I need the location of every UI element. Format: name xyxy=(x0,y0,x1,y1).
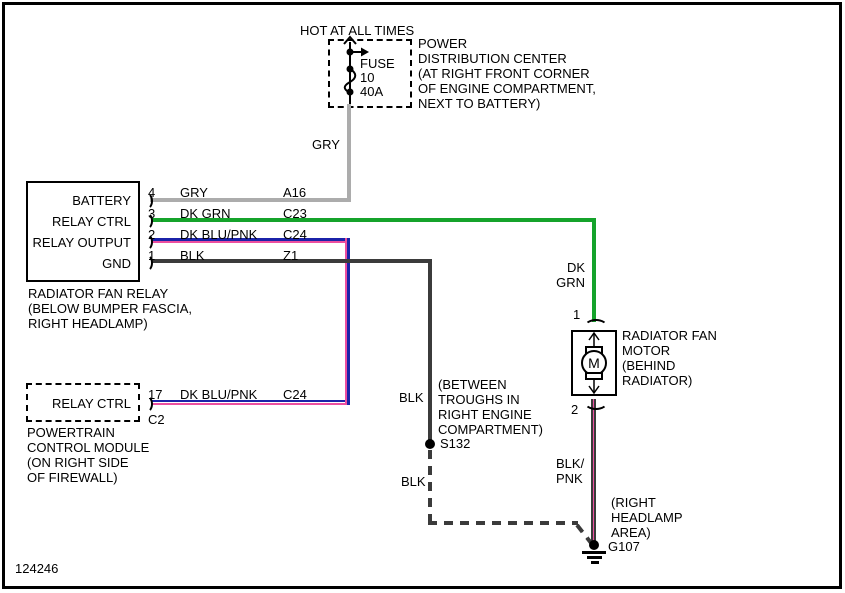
relay-pin2-circuit-id: C24 xyxy=(283,227,307,242)
splice-id-label: S132 xyxy=(440,436,471,451)
relay-pin2-connector-icon xyxy=(139,233,153,251)
pcm-pin-connector-icon xyxy=(139,395,153,413)
gry-wire-horizontal xyxy=(150,198,351,202)
gry-wire-label: GRY xyxy=(312,137,340,152)
power-distribution-center-box xyxy=(328,39,412,108)
relay-pin1-number: 1 xyxy=(148,248,156,263)
pcm-wire-name: DK BLU/PNK xyxy=(180,387,258,402)
fuse-symbol-icon xyxy=(343,35,369,108)
motor-pin2-connector-icon xyxy=(584,394,608,410)
pcm-circuit-id: C24 xyxy=(283,387,307,402)
blk-pnk-wire-vertical xyxy=(591,399,596,545)
diagram-number: 124246 xyxy=(15,561,59,576)
ground-bar-3 xyxy=(591,561,599,564)
blk-pnk-wire-label: BLK/ PNK xyxy=(556,456,585,486)
blk-wire-horizontal xyxy=(152,259,432,263)
motor-down-arrow-icon xyxy=(588,385,600,395)
splice-dot-s132 xyxy=(425,439,435,449)
motor-caption: RADIATOR FAN MOTOR (BEHIND RADIATOR) xyxy=(622,328,717,388)
motor-symbol-letter: M xyxy=(588,355,600,371)
relay-pin1-circuit-id: Z1 xyxy=(283,248,299,263)
blk-wire-vertical xyxy=(428,259,432,444)
motor-up-arrow-icon xyxy=(588,331,600,341)
motor-pin2-number: 2 xyxy=(571,402,579,417)
blk-wire-dashed-vertical xyxy=(428,450,432,523)
ground-bar-2 xyxy=(587,556,602,559)
relay-pin4-circuit-id: A16 xyxy=(283,185,307,200)
dk-grn-wire-horizontal xyxy=(152,218,596,222)
relay-pin1-connector-icon xyxy=(139,254,153,272)
blk-wire-label-lower: BLK xyxy=(401,474,426,489)
blk-wire-label-upper: BLK xyxy=(399,390,424,405)
relay-pin1-wire-name: BLK xyxy=(180,248,205,263)
pcm-pin-number: 17 xyxy=(148,387,163,402)
dk-blu-pnk-wire-horizontal xyxy=(152,238,350,243)
hot-at-all-times-label: HOT AT ALL TIMES xyxy=(300,23,415,38)
relay-pin3-connector-icon xyxy=(139,212,153,230)
ground-id-label: G107 xyxy=(608,539,640,554)
hot-feed-up-arrow-icon xyxy=(343,35,357,45)
dk-blu-pnk-wire-pcm-horizontal xyxy=(152,400,345,405)
relay-pin3-circuit-id: C23 xyxy=(283,206,307,221)
power-center-location-note: POWER DISTRIBUTION CENTER (AT RIGHT FRON… xyxy=(418,36,596,111)
ground-dot xyxy=(589,540,599,550)
ground-bar-1 xyxy=(582,551,606,554)
feed-right-arrow-icon xyxy=(361,47,369,57)
relay-pin3-number: 3 xyxy=(148,206,156,221)
splice-location-note: (BETWEEN TROUGHS IN RIGHT ENGINE COMPART… xyxy=(438,377,543,437)
motor-pin1-connector-icon xyxy=(584,319,608,335)
motor-symbol-icon: M xyxy=(581,331,607,395)
relay-pin4-connector-icon xyxy=(139,192,153,210)
dk-grn-wire-vertical xyxy=(592,218,596,322)
relay-pin4-number: 4 xyxy=(148,185,156,200)
ground-location-note: (RIGHT HEADLAMP AREA) xyxy=(611,495,683,540)
dk-grn-wire-label: DK GRN xyxy=(556,260,585,290)
pcm-pin-label: RELAY CTRL xyxy=(52,396,131,411)
pcm-caption: POWERTRAIN CONTROL MODULE (ON RIGHT SIDE… xyxy=(27,425,150,485)
relay-pin-label-relay-output: RELAY OUTPUT xyxy=(32,235,131,250)
relay-pin2-number: 2 xyxy=(148,227,156,242)
relay-caption: RADIATOR FAN RELAY (BELOW BUMPER FASCIA,… xyxy=(28,286,192,331)
relay-pin-label-gnd: GND xyxy=(102,256,131,271)
relay-pin-label-relay-ctrl: RELAY CTRL xyxy=(52,214,131,229)
relay-pin3-wire-name: DK GRN xyxy=(180,206,231,221)
relay-pin4-wire-name: GRY xyxy=(180,185,208,200)
dk-blu-pnk-wire-vertical xyxy=(345,238,350,405)
pcm-connector-id: C2 xyxy=(148,412,165,427)
blk-wire-dashed-horizontal xyxy=(428,521,578,525)
relay-pin-label-battery: BATTERY xyxy=(72,193,131,208)
relay-pin2-wire-name: DK BLU/PNK xyxy=(180,227,258,242)
fuse-element-icon xyxy=(343,68,357,94)
gry-wire-vertical xyxy=(347,104,351,200)
fuse-label: FUSE 10 40A xyxy=(360,56,395,99)
motor-pin1-number: 1 xyxy=(573,307,581,322)
radiator-fan-relay-box xyxy=(26,181,140,282)
